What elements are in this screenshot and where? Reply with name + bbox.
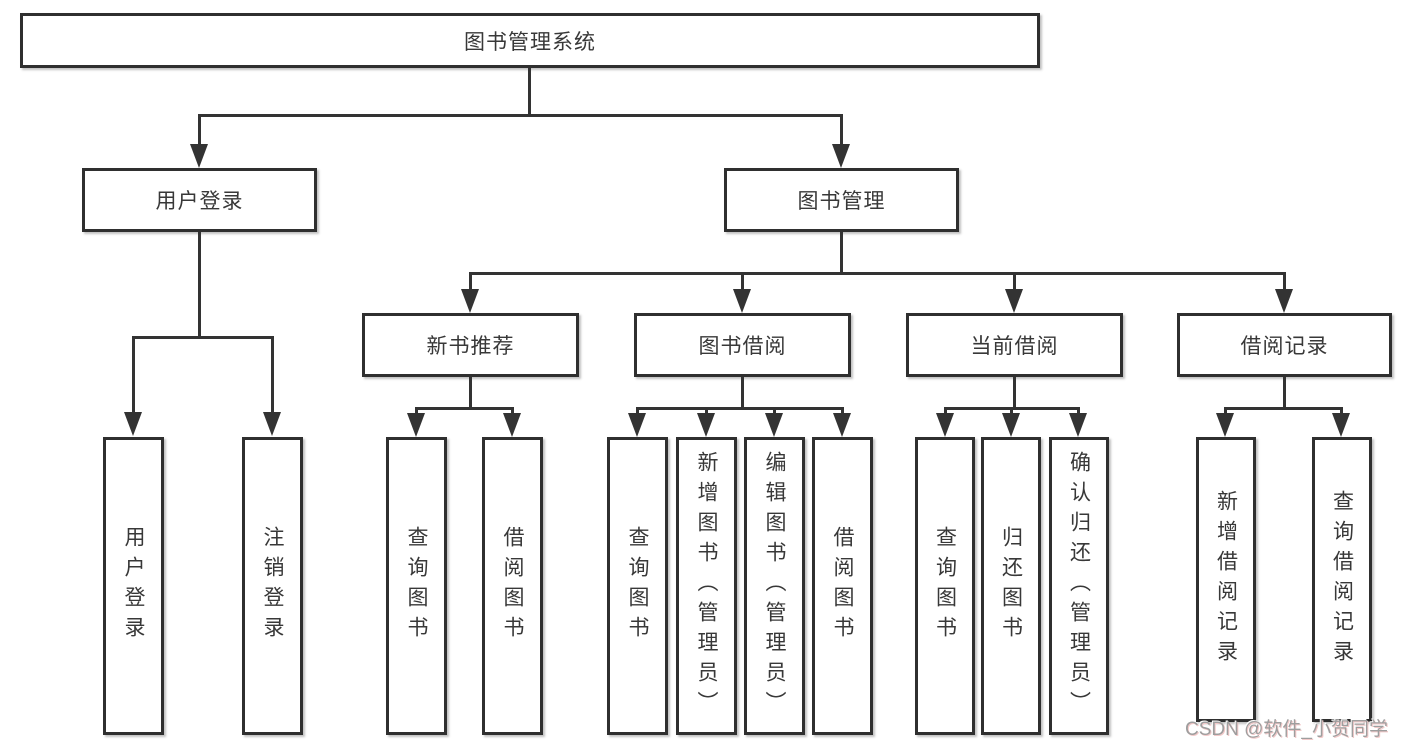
connector-group-hline (1224, 407, 1342, 410)
connector-leaf-stem (841, 407, 844, 415)
leaf-logout: 注销登录 (242, 437, 303, 735)
leaf-label: 确认归还（管理员） (1067, 451, 1091, 721)
arrow-down-icon (936, 413, 954, 437)
leaf-label: 新增借阅记录 (1214, 489, 1238, 670)
arrow-down-icon (833, 413, 851, 437)
connector-leaf-stem (511, 407, 514, 415)
arrow-down-icon (263, 412, 281, 436)
arrow-down-icon (461, 289, 479, 313)
connector-leaf-stem (705, 407, 708, 415)
leaf-label: 查询图书 (626, 526, 649, 646)
connector-leaf-stem (271, 336, 274, 413)
leaf-label: 归还图书 (999, 526, 1023, 646)
arrow-down-icon (503, 413, 521, 437)
node-library-system: 图书管理系统 (20, 13, 1040, 68)
connector-leaf-stem (1224, 407, 1227, 415)
connector-group-stem (1013, 377, 1016, 407)
arrow-down-icon (697, 413, 715, 437)
arrow-down-icon (832, 144, 850, 168)
arrow-down-icon (407, 413, 425, 437)
leaf-add-books-admin: 新增图书（管理员） (676, 437, 737, 735)
arrow-down-icon (190, 144, 208, 168)
leaf-return-books: 归还图书 (981, 437, 1041, 735)
leaf-query-borrow-record: 查询借阅记录 (1312, 437, 1372, 722)
connector-group-hline (415, 407, 514, 410)
connector-level3-stem (1283, 272, 1286, 290)
leaf-label: 编辑图书（管理员） (763, 451, 786, 721)
arrow-down-icon (1216, 413, 1234, 437)
leaf-borrow-books: 借阅图书 (812, 437, 873, 735)
connector-leaf-stem (636, 407, 639, 415)
node-borrow-records: 借阅记录 (1177, 313, 1392, 377)
leaf-confirm-return-admin: 确认归还（管理员） (1049, 437, 1109, 735)
connector-level3-stem (1013, 272, 1016, 290)
connector-userlogin-down (198, 232, 201, 336)
connector-level3-stem (741, 272, 744, 290)
connector-leaf-stem (1077, 407, 1080, 415)
arrow-down-icon (1332, 413, 1350, 437)
connector-bookmgmt-stem (840, 114, 843, 145)
connector-leaf-stem (1010, 407, 1013, 415)
leaf-label: 查询图书 (405, 526, 428, 646)
leaf-query-books: 查询图书 (915, 437, 975, 735)
node-book-management: 图书管理 (724, 168, 959, 232)
leaf-label: 新增图书（管理员） (695, 451, 718, 721)
connector-bookmgmt-down (840, 232, 843, 272)
arrow-down-icon (1002, 413, 1020, 437)
connector-root-stem (528, 68, 531, 114)
arrow-down-icon (1069, 413, 1087, 437)
leaf-edit-books-admin: 编辑图书（管理员） (744, 437, 805, 735)
arrow-down-icon (1275, 289, 1293, 313)
connector-userlogin-stem (198, 114, 201, 145)
connector-userlogin-hline (132, 336, 274, 339)
connector-level2-hline (198, 114, 843, 117)
leaf-label: 借阅图书 (831, 526, 854, 646)
leaf-label: 借阅图书 (501, 526, 524, 646)
leaf-query-books: 查询图书 (386, 437, 447, 735)
arrow-down-icon (628, 413, 646, 437)
node-book-borrowing: 图书借阅 (634, 313, 851, 377)
connector-leaf-stem (132, 336, 135, 413)
watermark: CSDN @软件_小贺同学 (1185, 719, 1388, 740)
arrow-down-icon (765, 413, 783, 437)
leaf-add-borrow-record: 新增借阅记录 (1196, 437, 1256, 722)
connector-group-stem (1283, 377, 1286, 407)
leaf-label: 注销登录 (261, 526, 284, 646)
leaf-label: 用户登录 (122, 526, 145, 646)
connector-group-stem (469, 377, 472, 407)
connector-leaf-stem (944, 407, 947, 415)
arrow-down-icon (124, 412, 142, 436)
leaf-label: 查询图书 (933, 526, 957, 646)
connector-group-stem (741, 377, 744, 407)
node-new-book-recommend: 新书推荐 (362, 313, 579, 377)
connector-group-hline (636, 407, 844, 410)
node-current-borrowing: 当前借阅 (906, 313, 1123, 377)
leaf-label: 查询借阅记录 (1330, 489, 1354, 670)
leaf-query-books: 查询图书 (607, 437, 668, 735)
connector-leaf-stem (773, 407, 776, 415)
arrow-down-icon (1005, 289, 1023, 313)
leaf-borrow-books: 借阅图书 (482, 437, 543, 735)
connector-level3-stem (469, 272, 472, 290)
connector-leaf-stem (1340, 407, 1343, 415)
arrow-down-icon (733, 289, 751, 313)
connector-level3-hline (469, 272, 1286, 275)
leaf-user-login: 用户登录 (103, 437, 164, 735)
connector-leaf-stem (415, 407, 418, 415)
node-user-login: 用户登录 (82, 168, 317, 232)
